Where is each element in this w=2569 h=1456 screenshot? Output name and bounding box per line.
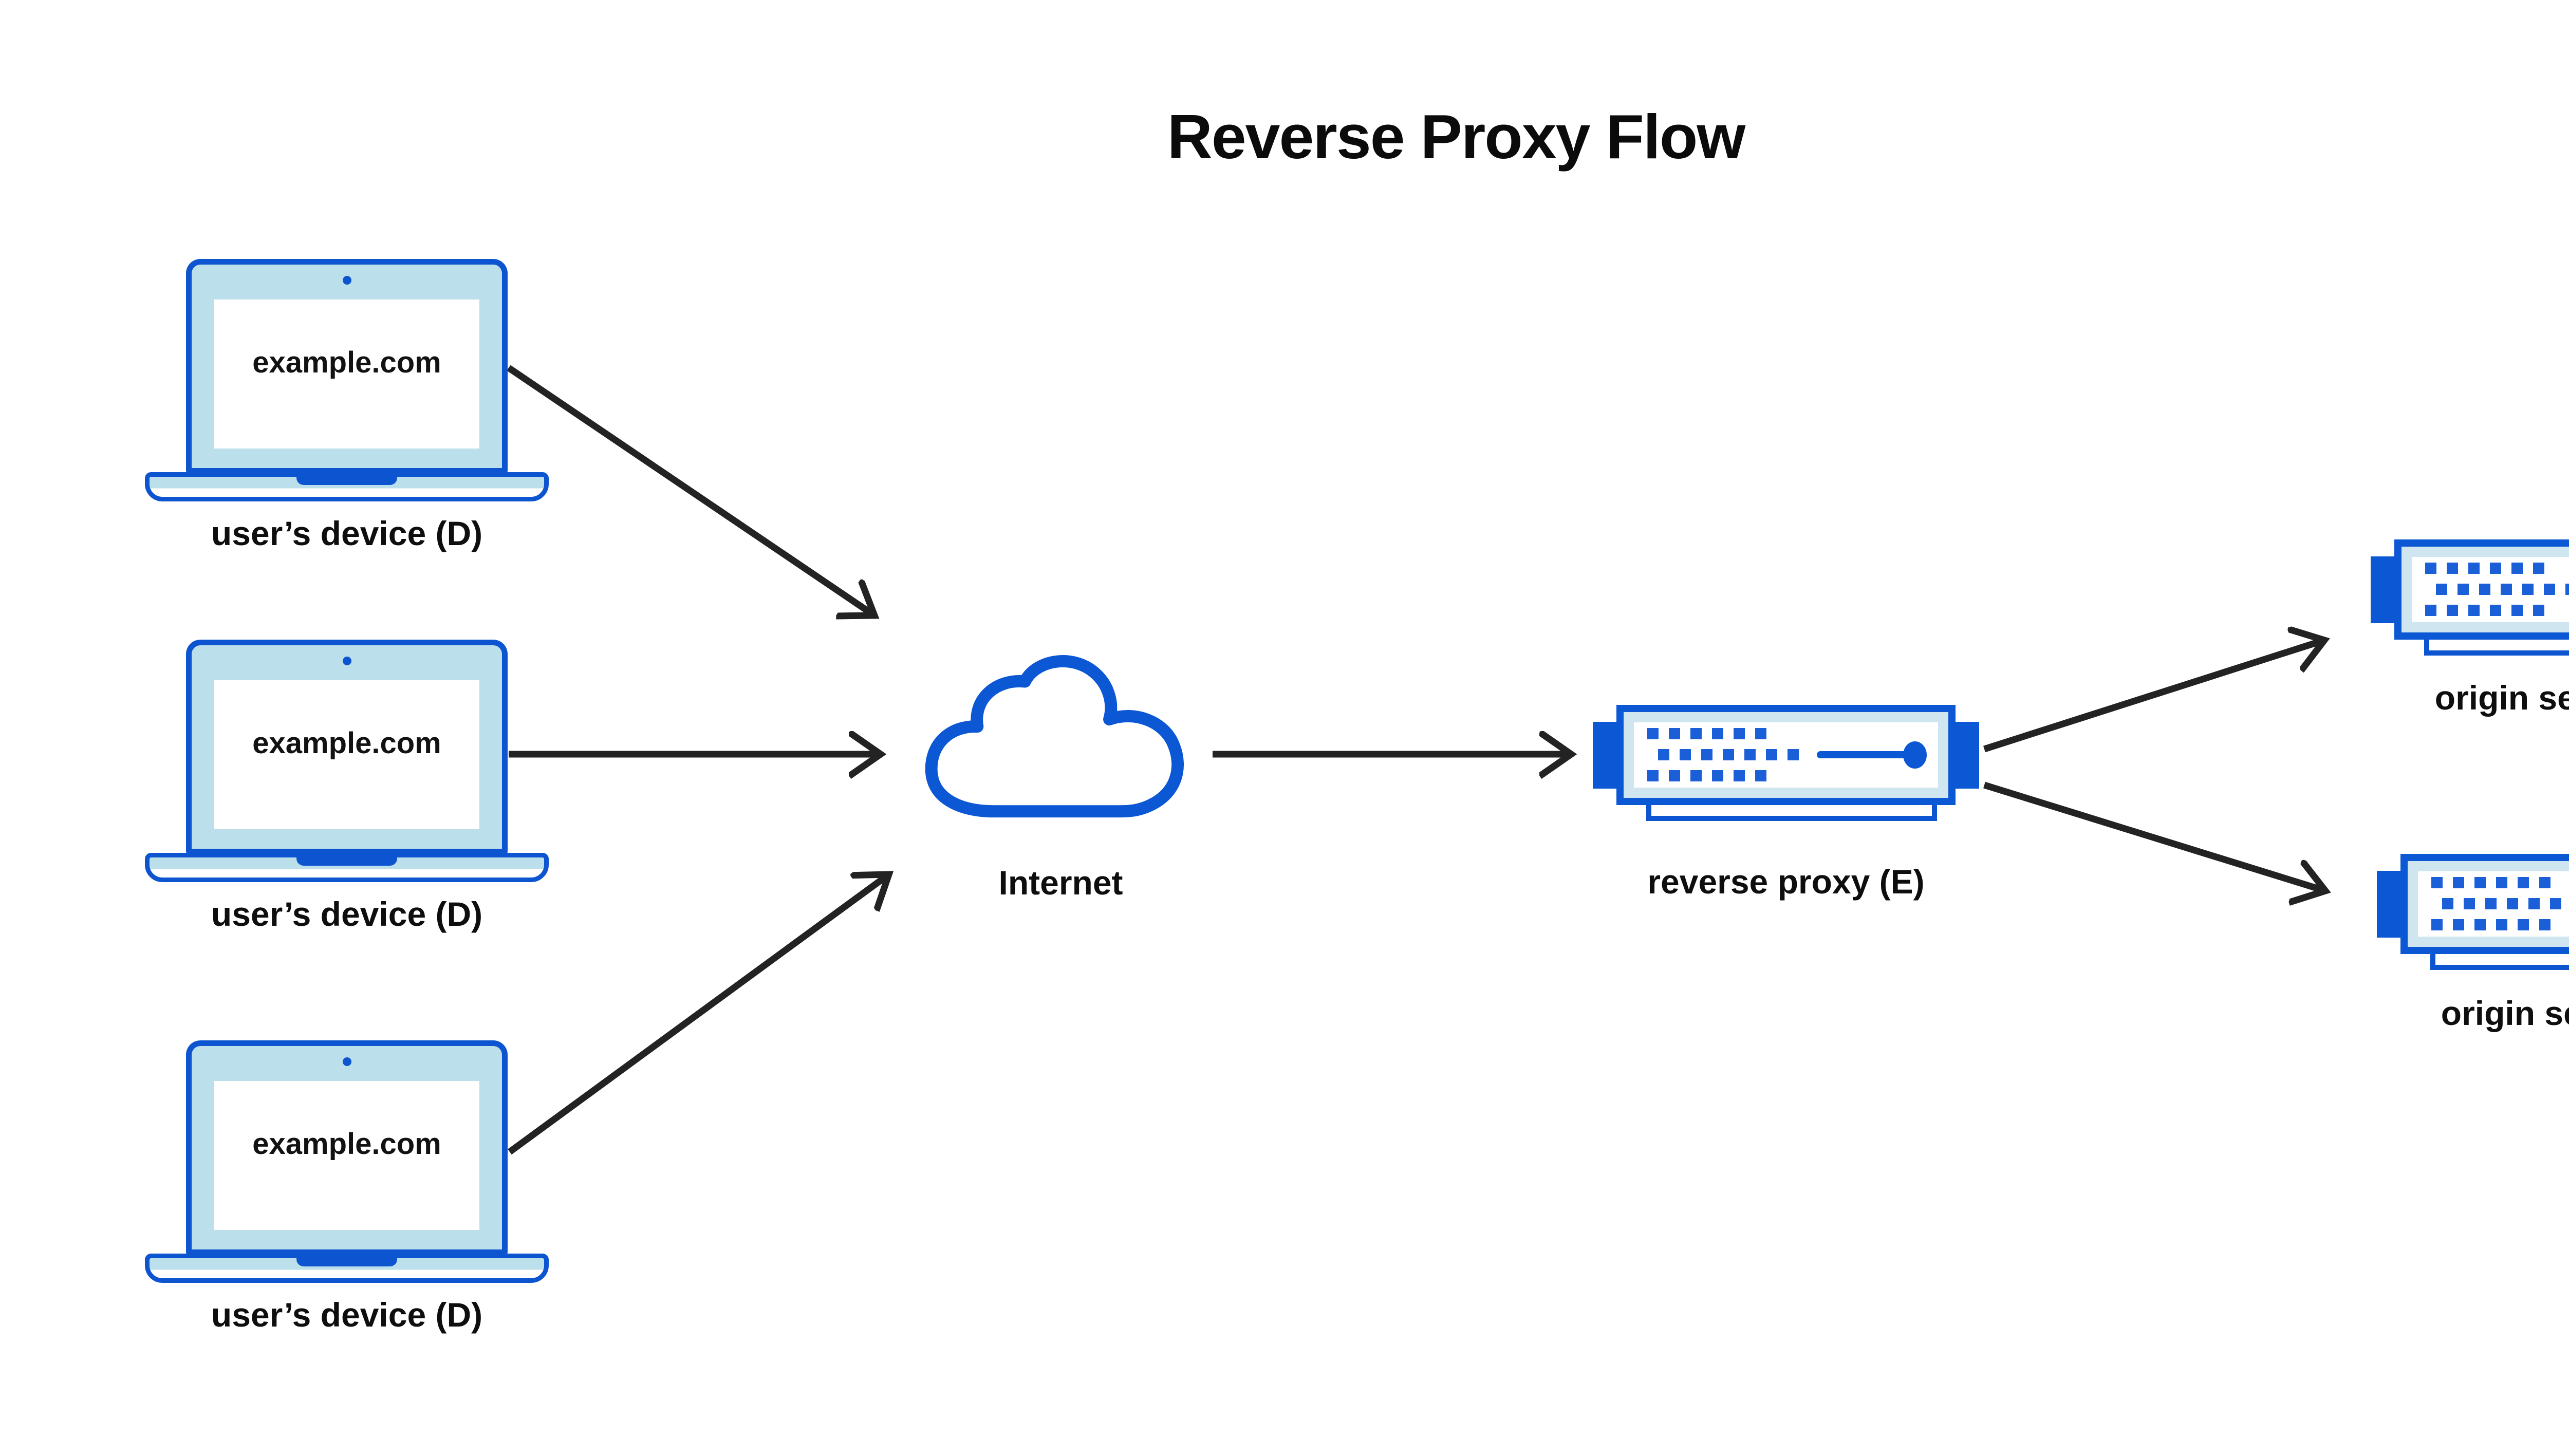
device-screen-url: example.com [252,345,441,379]
user-device-3-label: user’s device (D) [211,1296,483,1334]
laptop-screen: example.com [214,300,479,449]
server-dot-matrix [2431,877,2561,930]
device-screen-url: example.com [252,1127,441,1161]
laptop-camera-dot [343,657,351,665]
server-icon [2400,854,2569,954]
reverse-proxy-node [1592,705,1980,827]
user-device-2: example.com [145,640,549,882]
arrow-device1-to-internet [507,365,874,615]
server-icon [2394,539,2569,640]
origin-server-2-label: origin server (F) [2441,994,2569,1032]
server-dot-matrix [1647,728,1799,781]
cloud-icon [925,655,1184,818]
arrow-proxy-to-origin2 [1983,781,2325,891]
laptop-icon: example.com [186,259,508,474]
user-device-3: example.com [145,1040,549,1283]
laptop-screen: example.com [214,680,479,829]
internet-label: Internet [998,864,1123,902]
user-device-1-label: user’s device (D) [211,514,483,552]
diagram-title: Reverse Proxy Flow [1167,102,1746,172]
server-front-panel [2412,557,2569,622]
user-device-2-label: user’s device (D) [211,895,483,933]
server-slot-line [1817,751,1912,758]
server-icon [1616,705,1956,805]
laptop-icon: example.com [186,640,508,854]
user-device-1: example.com [145,259,549,501]
arrow-device3-to-internet [508,874,889,1155]
internet-node [918,648,1204,826]
arrow-proxy-to-origin1 [1983,640,2324,753]
laptop-icon: example.com [186,1040,508,1255]
laptop-camera-dot [343,1057,351,1066]
device-screen-url: example.com [252,726,441,760]
origin-server-1-node [2370,539,2569,662]
server-dot-matrix [2425,563,2569,616]
origin-server-1-label: origin server (F) [2434,679,2569,717]
laptop-hinge-notch [296,853,397,866]
laptop-screen: example.com [214,1081,479,1230]
laptop-hinge-notch [296,1254,397,1266]
laptop-hinge-notch [296,472,397,485]
server-front-panel [2418,871,2569,937]
origin-server-2-node [2376,854,2569,976]
reverse-proxy-label: reverse proxy (E) [1647,863,1925,901]
server-led-dot [1903,741,1927,769]
laptop-camera-dot [343,276,351,285]
server-front-panel [1634,722,1938,788]
